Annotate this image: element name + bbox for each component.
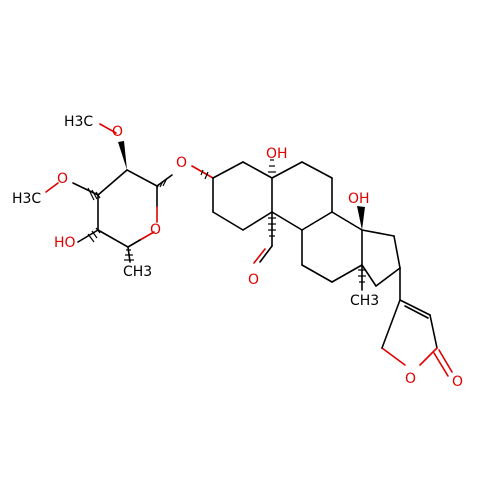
ring-b-bonds <box>271 161 333 231</box>
glycosidic-bonds <box>191 165 214 180</box>
sugar-ring-bonds <box>97 169 158 248</box>
ring-a-bonds <box>212 161 273 231</box>
ring-d-bonds <box>361 229 401 287</box>
label-hydroxy-c14: OH <box>348 191 370 207</box>
steroid-substituent-bonds <box>253 159 401 301</box>
atom-labels: O H3C O H3C O O HO CH3 OH OH O CH3 O O <box>12 114 463 390</box>
label-hydroxy-sugar: HO <box>54 235 76 251</box>
label-o-glycoside: O <box>176 155 187 171</box>
label-o-lactone-ring: O <box>405 371 416 387</box>
label-methyl-left: H3C <box>12 191 41 207</box>
label-methyl-top: H3C <box>64 114 93 130</box>
label-o-methoxy-top: O <box>112 124 123 140</box>
label-o-methoxy-left: O <box>57 171 68 187</box>
ring-c-bonds <box>301 211 363 283</box>
label-o-aldehyde: O <box>248 272 259 288</box>
label-o-ring-sugar: O <box>150 222 161 238</box>
label-methyl-sugar: CH3 <box>123 264 152 280</box>
label-o-lactone-carbonyl: O <box>452 374 463 390</box>
sugar-substituent-bonds <box>45 123 173 263</box>
butenolide-bonds <box>381 299 453 377</box>
label-methyl-c13: CH3 <box>350 293 379 309</box>
label-hydroxy-c5: OH <box>266 146 288 162</box>
